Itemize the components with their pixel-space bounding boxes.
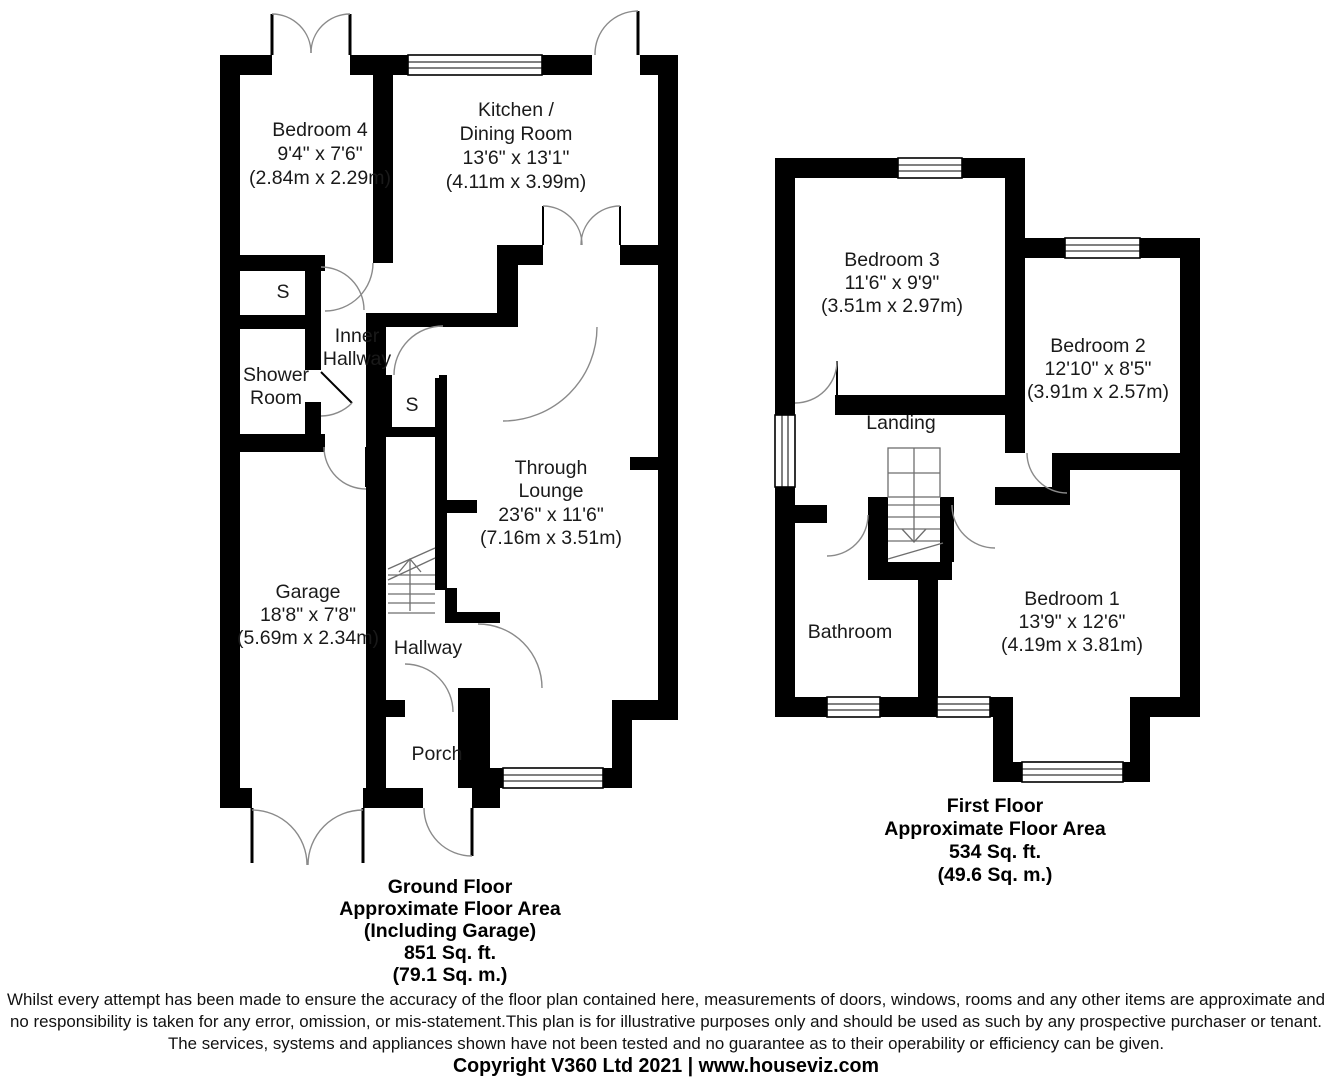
svg-text:(5.69m x 2.34m): (5.69m x 2.34m)	[237, 627, 379, 649]
svg-text:Ground Floor: Ground Floor	[388, 876, 513, 898]
svg-text:Dining Room: Dining Room	[460, 123, 573, 145]
window	[936, 696, 991, 718]
svg-text:(3.91m x 2.57m): (3.91m x 2.57m)	[1027, 381, 1169, 403]
room-label-bedroom4: Bedroom 4 9'4" x 7'6" (2.84m x 2.29m)	[249, 119, 391, 189]
svg-text:Approximate Floor Area: Approximate Floor Area	[339, 898, 561, 920]
staircase-first	[887, 447, 944, 560]
svg-text:Whilst every attempt has been: Whilst every attempt has been made to en…	[7, 990, 1325, 1009]
door	[794, 360, 838, 404]
svg-text:9'4" x 7'6": 9'4" x 7'6"	[277, 143, 362, 165]
svg-text:S: S	[405, 394, 418, 416]
svg-text:Hallway: Hallway	[394, 637, 463, 659]
svg-text:Porch: Porch	[412, 743, 463, 765]
room-label-shower-room: Shower Room	[243, 364, 310, 409]
door	[393, 325, 444, 376]
ground-floor-doors	[250, 10, 640, 866]
window	[1064, 237, 1141, 259]
svg-text:Bedroom 4: Bedroom 4	[272, 119, 368, 141]
french-door	[270, 13, 352, 55]
svg-text:13'6" x 13'1": 13'6" x 13'1"	[463, 147, 570, 169]
svg-text:(4.19m x 3.81m): (4.19m x 3.81m)	[1001, 634, 1143, 656]
room-label-through-lounge: Through Lounge 23'6" x 11'6" (7.16m x 3.…	[480, 457, 622, 549]
door	[1026, 452, 1068, 494]
svg-text:(3.51m x 2.97m): (3.51m x 2.97m)	[821, 295, 963, 317]
svg-text:Hallway: Hallway	[323, 348, 392, 370]
svg-text:(2.84m x 2.29m): (2.84m x 2.29m)	[249, 167, 391, 189]
staircase-ground	[387, 547, 436, 614]
svg-text:Through: Through	[515, 457, 588, 479]
french-door	[542, 205, 621, 246]
svg-text:23'6" x 11'6": 23'6" x 11'6"	[498, 504, 604, 526]
first-floor-walls	[775, 158, 1200, 782]
bay-window	[1021, 761, 1124, 783]
svg-text:(79.1 Sq. m.): (79.1 Sq. m.)	[393, 964, 508, 986]
first-floor-windows	[774, 157, 1141, 783]
svg-text:Garage: Garage	[275, 581, 340, 603]
svg-text:no responsibility is taken for: no responsibility is taken for any error…	[10, 1012, 1322, 1031]
svg-text:Room: Room	[250, 387, 302, 409]
front-door	[423, 807, 474, 857]
ground-floor-area-label: Ground Floor Approximate Floor Area (Inc…	[339, 876, 561, 986]
door	[951, 504, 996, 549]
ground-floor-walls	[220, 55, 678, 808]
window	[897, 157, 963, 179]
room-label-cupboard1: S	[276, 281, 289, 303]
svg-text:Copyright V360 Ltd 2021 | www.: Copyright V360 Ltd 2021 | www.houseviz.c…	[453, 1054, 879, 1077]
door	[594, 10, 640, 56]
svg-text:18'8" x 7'8": 18'8" x 7'8"	[260, 604, 356, 626]
room-label-kitchen-dining: Kitchen / Dining Room 13'6" x 13'1" (4.1…	[446, 99, 587, 193]
garage-doors	[250, 808, 365, 866]
window	[826, 696, 881, 718]
svg-text:Bathroom: Bathroom	[808, 621, 893, 643]
door	[324, 262, 374, 312]
svg-text:851 Sq. ft.: 851 Sq. ft.	[404, 942, 496, 964]
door	[320, 266, 365, 311]
svg-text:Bedroom 3: Bedroom 3	[844, 249, 939, 271]
door	[502, 326, 598, 422]
svg-text:The services, systems and appl: The services, systems and appliances sho…	[168, 1034, 1164, 1053]
ground-floor-windows	[407, 54, 604, 789]
window	[774, 414, 796, 488]
door	[477, 623, 543, 689]
room-label-bathroom: Bathroom	[808, 621, 893, 643]
room-label-cupboard2: S	[405, 394, 418, 416]
svg-text:12'10" x 8'5": 12'10" x 8'5"	[1045, 358, 1152, 380]
door	[323, 446, 367, 490]
room-label-garage: Garage 18'8" x 7'8" (5.69m x 2.34m)	[237, 581, 379, 649]
first-floor-doors	[794, 360, 1068, 557]
svg-text:Bedroom 1: Bedroom 1	[1024, 588, 1119, 610]
room-label-inner-hallway: Inner Hallway	[323, 325, 392, 370]
door	[826, 514, 869, 557]
room-label-hallway: Hallway	[394, 637, 463, 659]
svg-text:Shower: Shower	[243, 364, 310, 386]
svg-text:First Floor: First Floor	[947, 795, 1044, 817]
first-floor-area-label: First Floor Approximate Floor Area 534 S…	[884, 795, 1106, 886]
room-label-landing: Landing	[866, 412, 935, 434]
room-label-porch: Porch	[412, 743, 463, 765]
svg-text:(Including Garage): (Including Garage)	[364, 920, 536, 942]
svg-text:Approximate Floor Area: Approximate Floor Area	[884, 818, 1106, 840]
door	[320, 371, 353, 417]
svg-text:13'9" x 12'6": 13'9" x 12'6"	[1019, 611, 1126, 633]
room-label-bedroom3: Bedroom 3 11'6" x 9'9" (3.51m x 2.97m)	[821, 249, 963, 317]
svg-text:Kitchen /: Kitchen /	[478, 99, 554, 121]
copyright-text: Copyright V360 Ltd 2021 | www.houseviz.c…	[453, 1054, 879, 1077]
svg-text:534 Sq. ft.: 534 Sq. ft.	[949, 841, 1041, 863]
svg-text:S: S	[276, 281, 289, 303]
disclaimer-text: Whilst every attempt has been made to en…	[7, 990, 1325, 1053]
svg-text:Inner: Inner	[335, 325, 380, 347]
room-label-bedroom1: Bedroom 1 13'9" x 12'6" (4.19m x 3.81m)	[1001, 588, 1143, 656]
room-label-bedroom2: Bedroom 2 12'10" x 8'5" (3.91m x 2.57m)	[1027, 335, 1169, 403]
door	[404, 663, 454, 713]
svg-text:(4.11m x 3.99m): (4.11m x 3.99m)	[446, 171, 587, 193]
window	[502, 767, 604, 789]
svg-text:Lounge: Lounge	[518, 480, 583, 502]
svg-text:(49.6 Sq. m.): (49.6 Sq. m.)	[938, 864, 1053, 886]
svg-text:11'6" x 9'9": 11'6" x 9'9"	[845, 272, 940, 294]
svg-text:Bedroom 2: Bedroom 2	[1050, 335, 1145, 357]
svg-text:(7.16m x 3.51m): (7.16m x 3.51m)	[480, 527, 622, 549]
window	[407, 54, 543, 76]
svg-text:Landing: Landing	[866, 412, 935, 434]
